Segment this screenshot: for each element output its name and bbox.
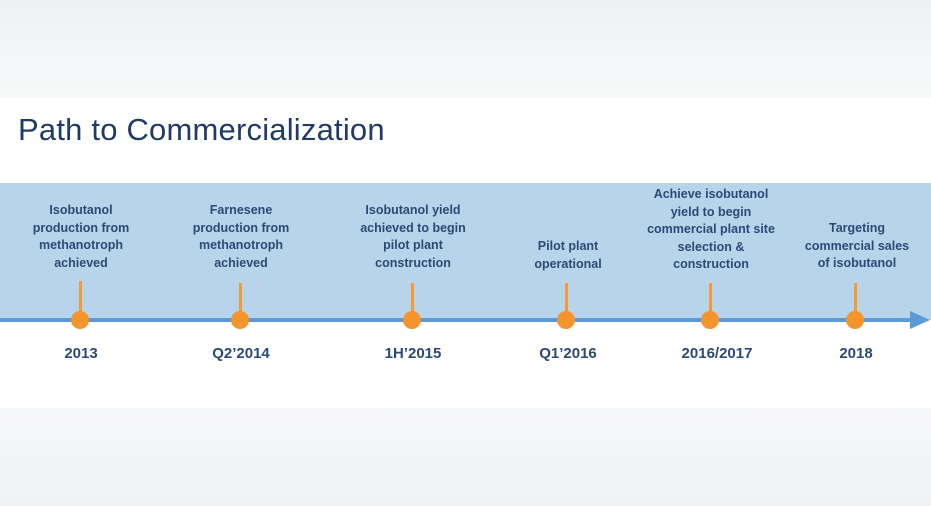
milestone-description: Pilot plant operational <box>534 239 602 271</box>
milestone-date: 2013 <box>64 345 98 362</box>
milestone-dot <box>231 311 249 329</box>
milestone-stem <box>79 281 82 319</box>
milestone-date: 1H’2015 <box>384 345 442 362</box>
milestone-stem <box>854 283 857 319</box>
milestone-date: Q2’2014 <box>212 345 270 362</box>
top-backdrop <box>0 0 931 98</box>
milestone-stem <box>709 283 712 319</box>
milestone-stem <box>411 283 414 319</box>
milestone-dot <box>71 311 89 329</box>
timeline-axis <box>0 318 914 322</box>
milestone-dot <box>701 311 719 329</box>
timeline-band <box>0 183 931 320</box>
slide-title: Path to Commercialization <box>18 112 385 147</box>
milestone-stem <box>239 283 242 319</box>
arrow-right-icon <box>910 311 930 329</box>
milestone-description: Farnesene production from methanotroph a… <box>192 203 290 270</box>
milestone-date: 2016/2017 <box>681 345 753 362</box>
milestone-date: 2018 <box>839 345 873 362</box>
milestone-description: Isobutanol production from methanotroph … <box>32 203 130 270</box>
milestone-description: Targeting commercial sales of isobutanol <box>804 221 910 270</box>
milestone-description: Achieve isobutanol yield to begin commer… <box>647 187 775 271</box>
milestone-dot <box>403 311 421 329</box>
bottom-backdrop <box>0 408 931 506</box>
milestone-description: Isobutanol yield achieved to begin pilot… <box>360 203 466 270</box>
milestone-dot <box>846 311 864 329</box>
milestone-stem <box>565 283 568 319</box>
milestone-dot <box>557 311 575 329</box>
milestone-date: Q1’2016 <box>539 345 597 362</box>
